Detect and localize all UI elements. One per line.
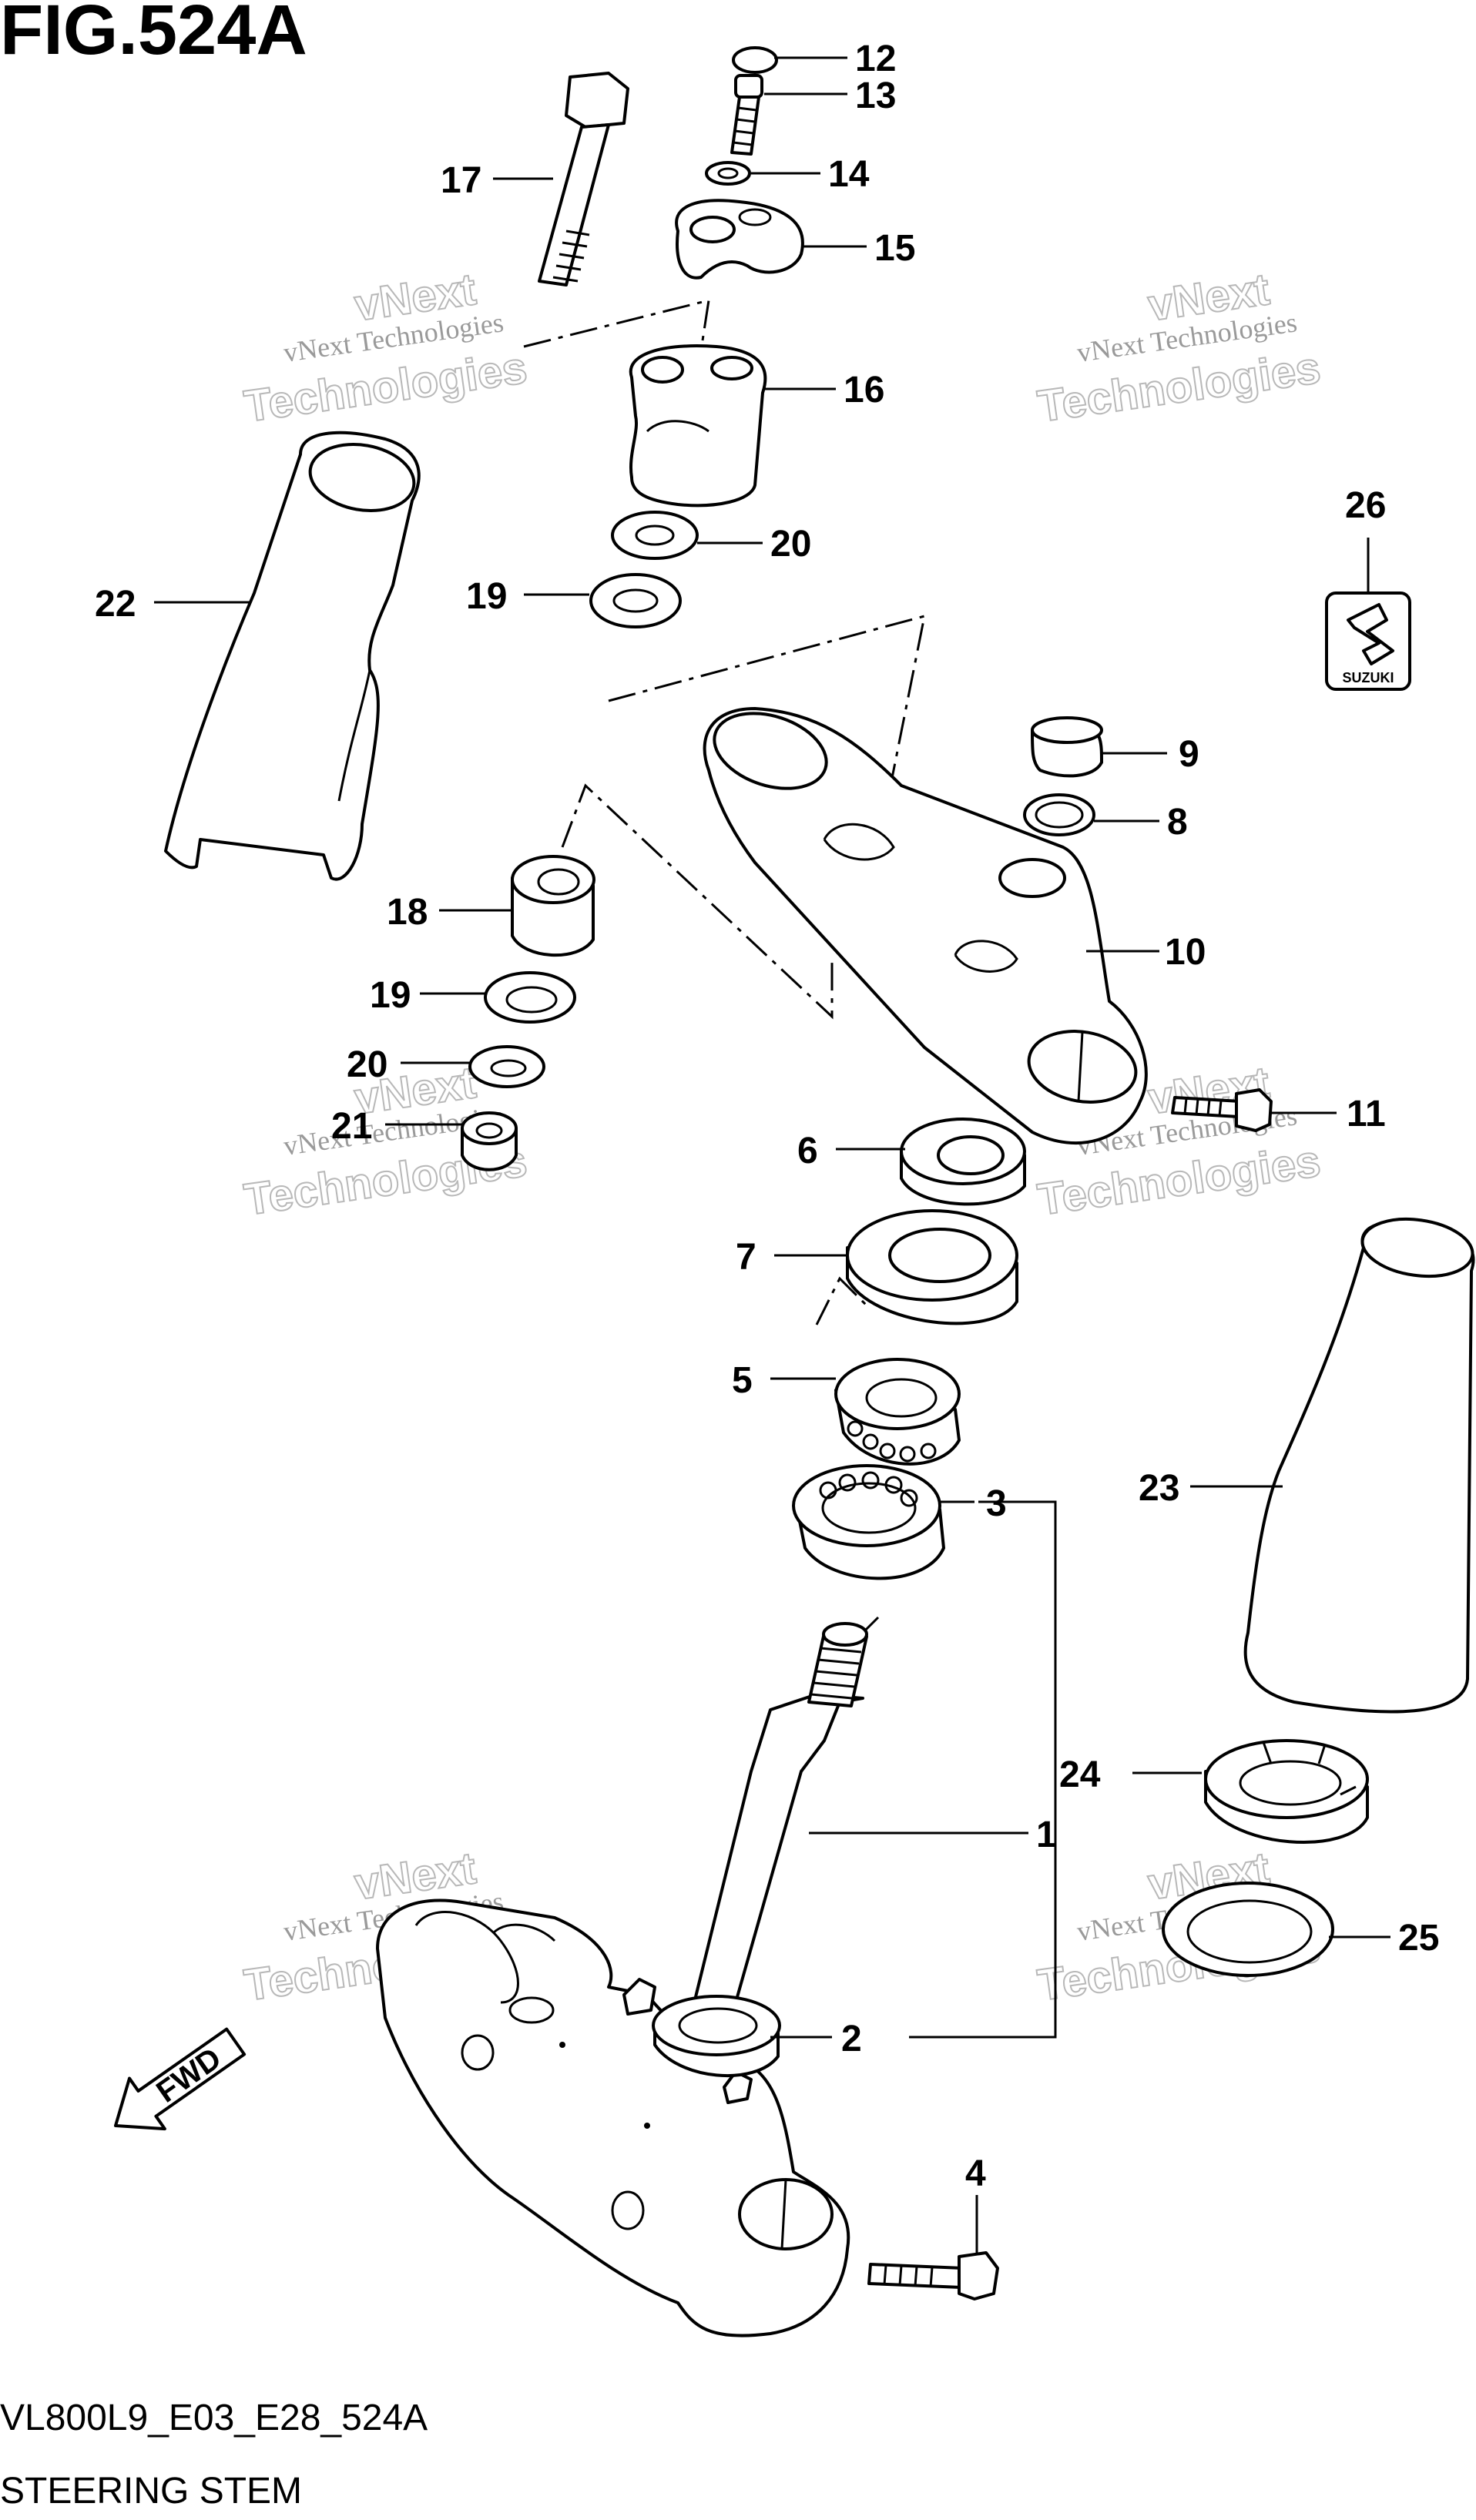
assembly-line-bearing xyxy=(815,1276,872,1325)
callout-3: 3 xyxy=(986,1483,1007,1524)
callout-12: 12 xyxy=(855,39,896,79)
watermark: vNext Technologies vNext Technologies xyxy=(240,263,531,433)
callout-2: 2 xyxy=(841,2019,862,2059)
assembly-line-damper-stack xyxy=(561,783,834,1020)
part-17-bolt[interactable] xyxy=(538,72,629,287)
callout-4: 4 xyxy=(965,2153,986,2194)
part-9-cap[interactable] xyxy=(1031,716,1103,778)
callout-1: 1 xyxy=(1036,1815,1057,1855)
callout-20-top: 20 xyxy=(770,524,811,565)
callout-15: 15 xyxy=(874,228,915,269)
part-2-stem-seal[interactable] xyxy=(652,1995,781,2077)
part-15-holder-upper[interactable] xyxy=(675,199,804,280)
bearing-rollers xyxy=(819,1471,918,1507)
part-12-cap[interactable] xyxy=(732,46,778,74)
part-19-washer-top[interactable] xyxy=(589,573,682,628)
part-24-nut[interactable] xyxy=(1204,1739,1369,1844)
part-7-dust-seal[interactable] xyxy=(846,1209,1018,1325)
assembly-line-upper-bracket xyxy=(608,614,926,886)
callout-14: 14 xyxy=(828,154,870,195)
part-14-lock-washer[interactable] xyxy=(705,161,751,186)
callout-24: 24 xyxy=(1059,1754,1101,1795)
part-21-nut[interactable] xyxy=(461,1111,518,1171)
callout-21: 21 xyxy=(331,1106,372,1147)
part-18-bushing[interactable] xyxy=(511,855,595,957)
part-20-washer-lower[interactable] xyxy=(468,1045,545,1088)
callout-23: 23 xyxy=(1139,1468,1179,1509)
leader-bracket-3-2 xyxy=(909,1500,1057,2039)
watermark: vNext Technologies vNext Technologies xyxy=(1034,263,1324,433)
callouts: 12 13 14 15 16 17 20 19 22 26 9 8 10 18 … xyxy=(95,39,1439,2255)
callout-9: 9 xyxy=(1179,734,1199,775)
section-name: STEERING STEM xyxy=(0,2471,302,2512)
part-1-steering-stem[interactable] xyxy=(692,1622,868,2018)
part-4-bolt[interactable] xyxy=(867,2251,999,2301)
part-8-washer[interactable] xyxy=(1023,793,1095,836)
part-22-fork-cover-left[interactable] xyxy=(164,431,421,881)
callout-19-lower: 19 xyxy=(370,975,411,1016)
callout-16: 16 xyxy=(844,370,884,411)
callout-20-lower: 20 xyxy=(347,1044,387,1085)
part-26-suzuki-emblem[interactable]: SUZUKI xyxy=(1325,591,1411,691)
callout-17: 17 xyxy=(441,160,481,201)
callout-6: 6 xyxy=(797,1131,818,1171)
callout-8: 8 xyxy=(1167,802,1188,843)
part-6-stem-nut[interactable] xyxy=(900,1118,1026,1206)
callout-19-top: 19 xyxy=(466,576,507,617)
callout-13: 13 xyxy=(855,75,896,116)
model-code: VL800L9_E03_E28_524A xyxy=(0,2398,428,2438)
part-23-fork-cover-right[interactable] xyxy=(1243,1212,1476,1714)
part-lower-bracket[interactable] xyxy=(376,1898,850,2337)
callout-26: 26 xyxy=(1345,485,1386,526)
part-13-bolt[interactable] xyxy=(730,74,763,156)
part-10-upper-bracket[interactable] xyxy=(703,700,1148,1144)
part-20-washer-top[interactable] xyxy=(611,511,699,560)
part-5-bearing-upper[interactable] xyxy=(834,1358,961,1466)
bearing-balls xyxy=(847,1420,937,1463)
callout-25: 25 xyxy=(1398,1918,1439,1959)
part-25-washer[interactable] xyxy=(1162,1882,1334,1977)
part-3-bearing-lower[interactable] xyxy=(792,1464,945,1580)
callout-10: 10 xyxy=(1165,932,1206,973)
callout-5: 5 xyxy=(732,1360,753,1401)
callout-18: 18 xyxy=(387,892,428,933)
callout-11: 11 xyxy=(1347,1094,1386,1134)
part-16-holder-lower[interactable] xyxy=(629,344,767,508)
callout-7: 7 xyxy=(736,1237,756,1278)
part-11-bolt[interactable] xyxy=(1171,1088,1273,1132)
figure-title: FIG.524A xyxy=(0,0,307,69)
part-19-washer-lower[interactable] xyxy=(484,971,576,1024)
callout-22: 22 xyxy=(95,584,136,625)
fwd-arrow: FWD xyxy=(114,2027,247,2131)
emblem-label: SUZUKI xyxy=(1343,670,1394,685)
